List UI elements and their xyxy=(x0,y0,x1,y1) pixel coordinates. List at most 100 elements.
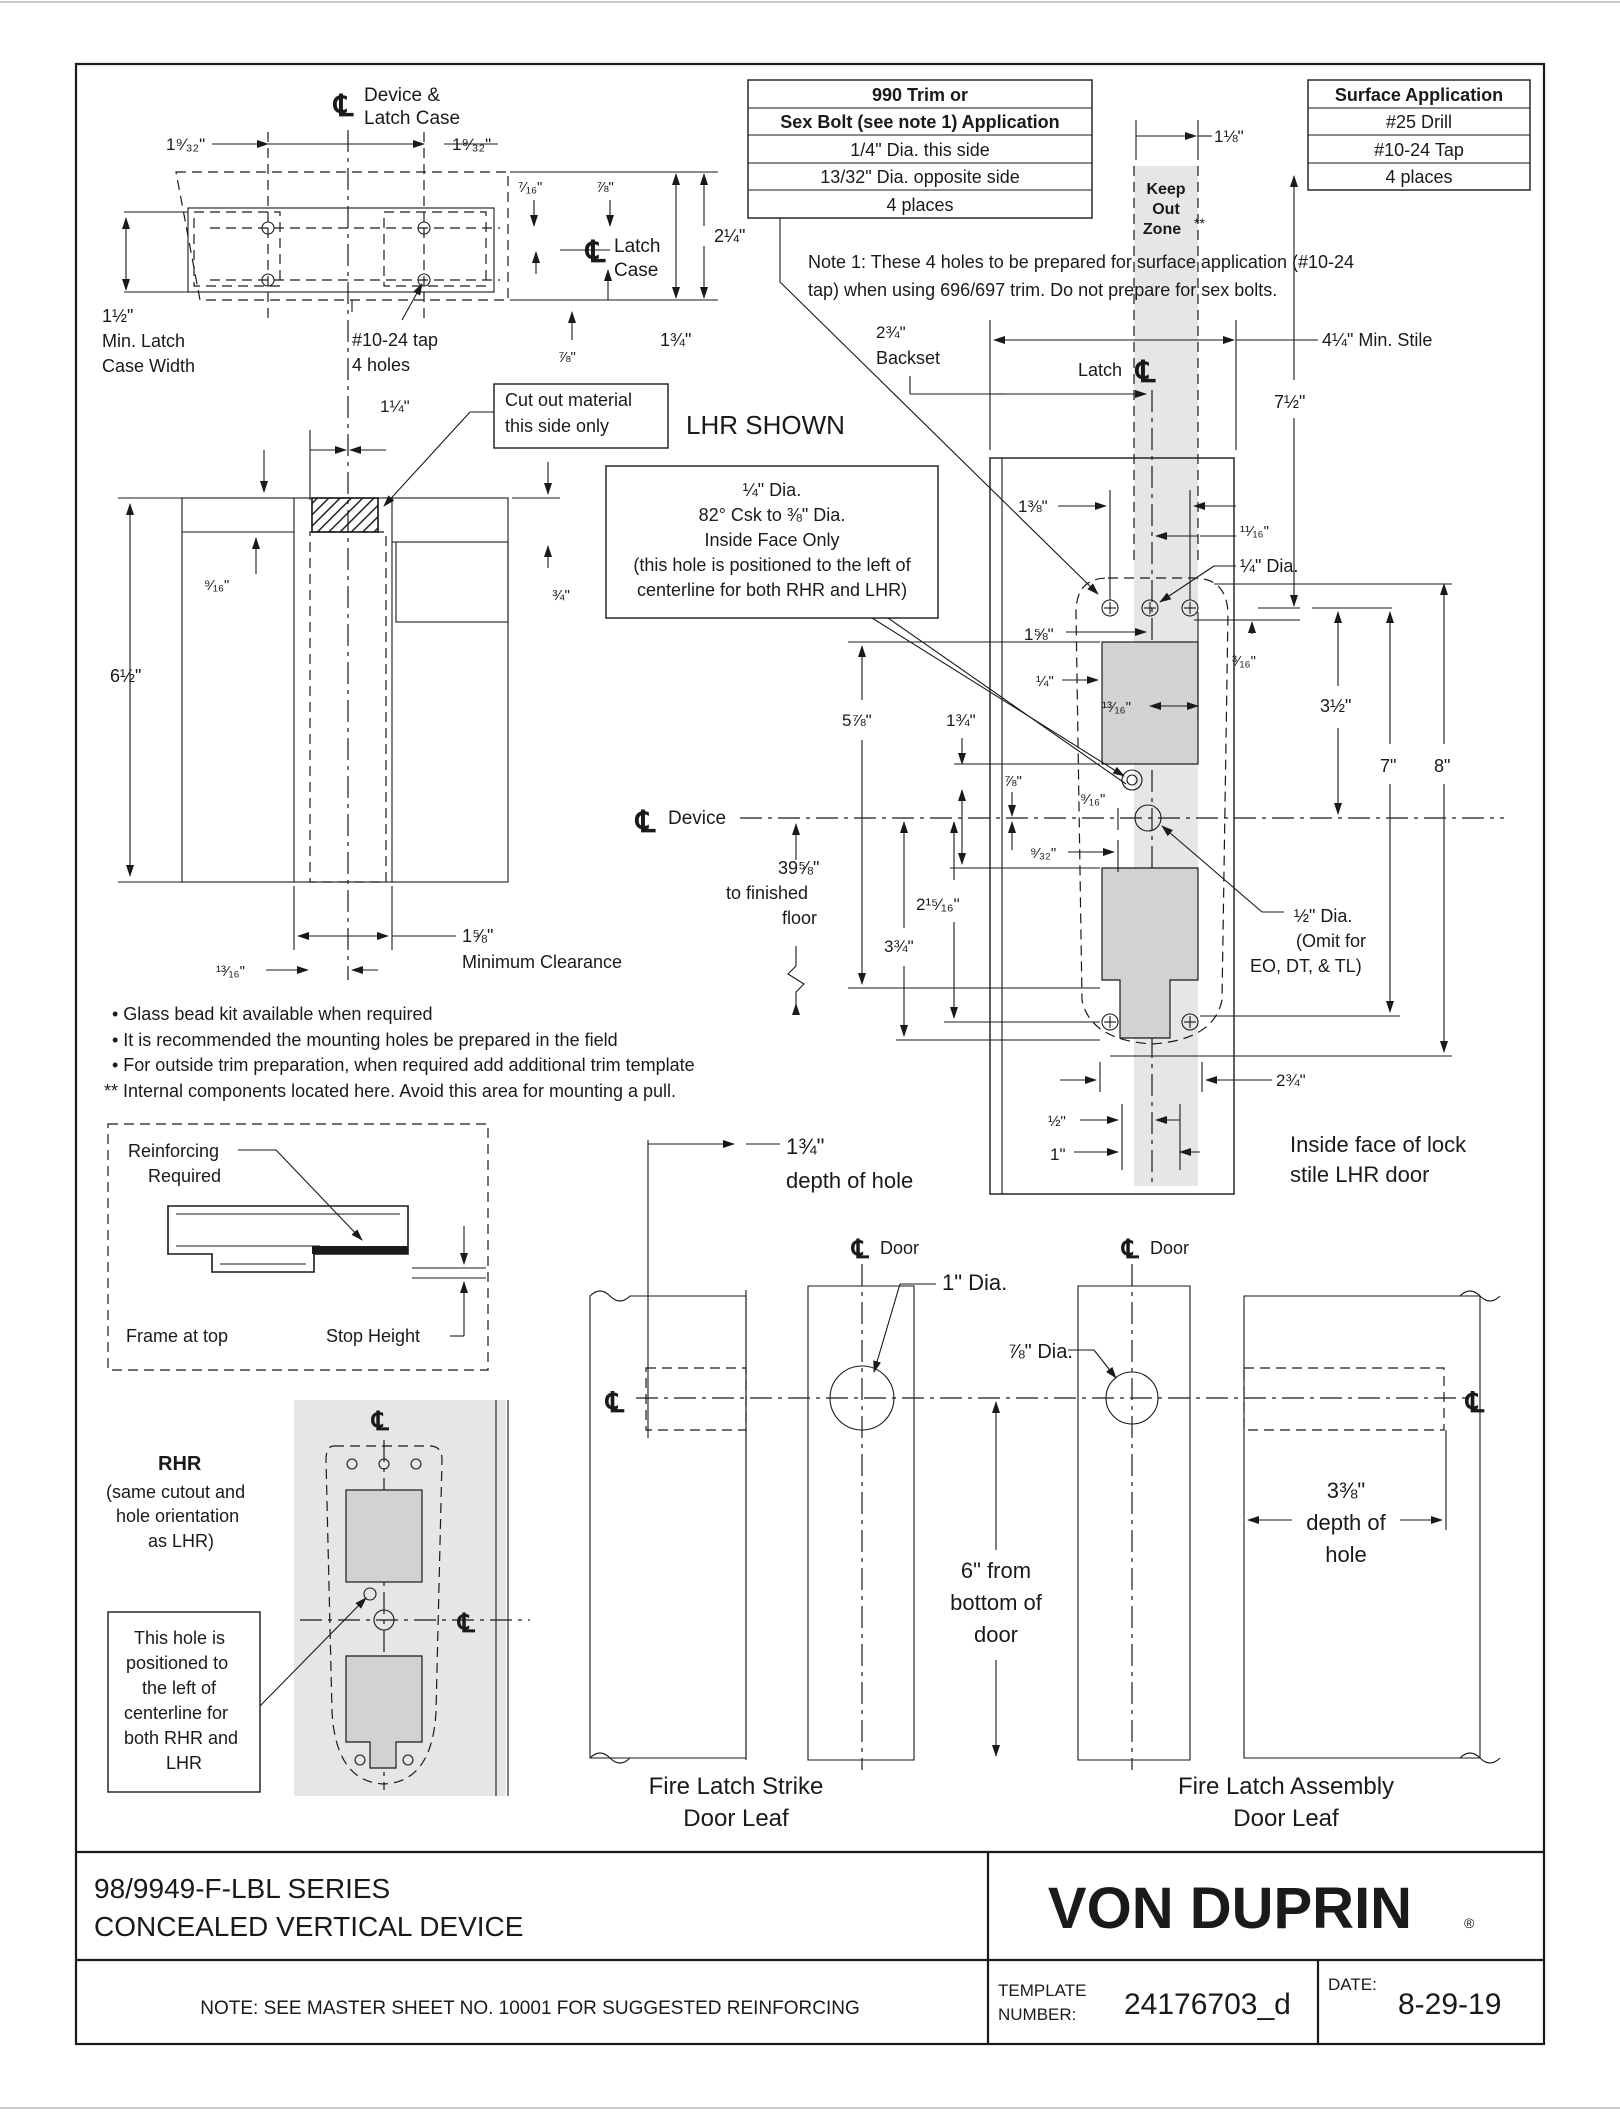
svg-text:Reinforcing: Reinforcing xyxy=(128,1141,219,1161)
svg-text:Latch: Latch xyxy=(1078,360,1122,380)
svg-text:TEMPLATE: TEMPLATE xyxy=(998,1981,1086,2000)
svg-text:Stop Height: Stop Height xyxy=(326,1326,420,1346)
svg-text:Out: Out xyxy=(1152,201,1180,218)
svg-text:Min. Latch: Min. Latch xyxy=(102,331,185,351)
svg-text:2¾": 2¾" xyxy=(1276,1071,1306,1090)
svg-text:1⅝": 1⅝" xyxy=(462,926,493,946)
svg-text:Fire Latch Strike: Fire Latch Strike xyxy=(649,1773,824,1800)
svg-text:℄: ℄ xyxy=(634,806,656,839)
cutout-callout xyxy=(493,383,669,449)
svg-text:** Internal components located: ** Internal components located here. Avo… xyxy=(104,1081,676,1101)
svg-text:hole orientation: hole orientation xyxy=(116,1506,239,1526)
svg-text:Note 1: These 4 holes to be pr: Note 1: These 4 holes to be prepared for… xyxy=(808,252,1354,272)
svg-text:Frame at top: Frame at top xyxy=(126,1326,228,1346)
svg-text:½" Dia.: ½" Dia. xyxy=(1294,906,1352,926)
svg-text:4¼" Min. Stile: 4¼" Min. Stile xyxy=(1322,330,1432,350)
svg-text:as LHR): as LHR) xyxy=(148,1531,214,1551)
svg-text:• It is recommended the mounti: • It is recommended the mounting holes b… xyxy=(112,1030,618,1050)
series-title: 98/9949-F-LBL SERIES xyxy=(94,1873,390,1904)
svg-text:3½": 3½" xyxy=(1320,696,1351,716)
svg-text:¹³⁄₁₆": ¹³⁄₁₆" xyxy=(216,963,245,980)
svg-text:this side only: this side only xyxy=(505,416,609,436)
svg-text:990 Trim or: 990 Trim or xyxy=(872,85,968,105)
svg-text:1": 1" xyxy=(1050,1145,1066,1164)
svg-text:Fire Latch Assembly: Fire Latch Assembly xyxy=(1178,1773,1394,1800)
svg-text:1⁹⁄₃₂": 1⁹⁄₃₂" xyxy=(452,135,491,154)
template-date: 8-29-19 xyxy=(1398,1988,1501,2021)
svg-text:4 places: 4 places xyxy=(886,195,953,215)
svg-text:¼" Dia.: ¼" Dia. xyxy=(1240,556,1298,576)
svg-text:Door Leaf: Door Leaf xyxy=(683,1805,789,1832)
svg-text:NOTE: SEE MASTER SHEET NO. 100: NOTE: SEE MASTER SHEET NO. 10001 FOR SUG… xyxy=(200,1998,860,2019)
drawing-frame xyxy=(74,62,1546,2046)
svg-text:¹¹⁄₁₆": ¹¹⁄₁₆" xyxy=(1240,523,1269,540)
svg-text:EO, DT, & TL): EO, DT, & TL) xyxy=(1250,956,1362,976)
svg-text:1⁹⁄₃₂": 1⁹⁄₃₂" xyxy=(166,135,205,154)
svg-text:Device &: Device & xyxy=(364,85,440,106)
svg-text:℄: ℄ xyxy=(604,1387,625,1418)
device-title: CONCEALED VERTICAL DEVICE xyxy=(94,1911,523,1942)
svg-text:• Glass bead kit available whe: • Glass bead kit available when required xyxy=(112,1004,432,1024)
svg-text:Device: Device xyxy=(668,808,726,829)
svg-text:tap) when using 696/697 trim.: tap) when using 696/697 trim. Do not pre… xyxy=(808,280,1277,300)
svg-text:⅞": ⅞" xyxy=(1004,773,1022,790)
svg-text:4 holes: 4 holes xyxy=(352,355,410,375)
svg-text:℄: ℄ xyxy=(1464,1387,1485,1418)
svg-text:Inside Face Only: Inside Face Only xyxy=(704,530,839,550)
svg-text:DATE:: DATE: xyxy=(1328,1975,1377,1994)
svg-text:⅞": ⅞" xyxy=(558,349,576,366)
rhr-detail: ℄ ℄ RHR (same cutout and hole orientatio… xyxy=(106,1400,530,1796)
svg-text:hole: hole xyxy=(1325,1542,1367,1567)
title-block: 98/9949-F-LBL SERIES CONCEALED VERTICAL … xyxy=(76,1850,1544,2044)
svg-text:⁹⁄₁₆": ⁹⁄₁₆" xyxy=(204,577,229,594)
svg-text:82° Csk to ⅜" Dia.: 82° Csk to ⅜" Dia. xyxy=(699,505,846,525)
svg-text:Door Leaf: Door Leaf xyxy=(1233,1805,1339,1832)
svg-text:1¾": 1¾" xyxy=(660,330,691,350)
brand-logo: VON DUPRIN xyxy=(1048,1876,1412,1941)
svg-text:stile LHR door: stile LHR door xyxy=(1290,1162,1429,1187)
reinforcing-detail: Reinforcing Required Frame at top Stop H… xyxy=(107,1123,489,1371)
svg-text:This hole is: This hole is xyxy=(134,1628,225,1648)
svg-text:1⅝": 1⅝" xyxy=(1024,625,1054,644)
svg-text:Latch Case: Latch Case xyxy=(364,108,460,129)
svg-text:depth of: depth of xyxy=(1306,1510,1386,1535)
edge-views: 1¾" depth of hole ℄ ℄ Door 1" Dia. ℄ Doo… xyxy=(589,1134,1501,1832)
svg-text:2¼": 2¼" xyxy=(714,226,745,246)
svg-text:(Omit for: (Omit for xyxy=(1296,931,1366,951)
notes-bullets: • Glass bead kit available when required… xyxy=(104,1004,695,1101)
csk-callout xyxy=(605,465,939,619)
svg-text:®: ® xyxy=(1464,1915,1475,1931)
svg-text:Case: Case xyxy=(614,260,658,281)
svg-text:2¹⁵⁄₁₆": 2¹⁵⁄₁₆" xyxy=(916,895,960,914)
svg-text:2¾": 2¾" xyxy=(876,323,906,342)
svg-text:depth of hole: depth of hole xyxy=(786,1168,913,1193)
svg-text:Backset: Backset xyxy=(876,348,940,368)
svg-text:centerline for: centerline for xyxy=(124,1703,228,1723)
stile-elevation: Keep Out Zone ** 1⅛" Note 1: These 4 hol… xyxy=(605,120,1504,1195)
svg-text:1⅜": 1⅜" xyxy=(1018,497,1048,516)
surface-table: Surface Application #25 Drill #10-24 Tap… xyxy=(1307,79,1531,191)
svg-text:Cut out material: Cut out material xyxy=(505,390,632,410)
svg-text:both RHR and: both RHR and xyxy=(124,1728,238,1748)
svg-text:the left of: the left of xyxy=(142,1678,217,1698)
svg-text:8": 8" xyxy=(1434,756,1450,776)
svg-text:5⅞": 5⅞" xyxy=(842,711,872,730)
svg-text:Door: Door xyxy=(1150,1238,1189,1258)
template-number: 24176703_d xyxy=(1124,1988,1291,2021)
svg-text:6" from: 6" from xyxy=(961,1558,1031,1583)
cl-symbol: ℄ xyxy=(332,90,354,123)
svg-text:℄: ℄ xyxy=(851,1234,870,1264)
svg-text:7½": 7½" xyxy=(1274,392,1305,412)
svg-text:floor: floor xyxy=(782,908,817,928)
svg-text:Case Width: Case Width xyxy=(102,356,195,376)
svg-text:Required: Required xyxy=(148,1166,221,1186)
svg-text:LHR SHOWN: LHR SHOWN xyxy=(686,410,845,440)
svg-text:³⁄₁₆": ³⁄₁₆" xyxy=(1232,653,1256,670)
svg-text:#10-24 Tap: #10-24 Tap xyxy=(1374,140,1464,160)
svg-text:Sex Bolt (see note 1) Applicat: Sex Bolt (see note 1) Application xyxy=(780,112,1059,132)
svg-text:(same cutout and: (same cutout and xyxy=(106,1482,245,1502)
svg-text:Surface Application: Surface Application xyxy=(1335,85,1503,105)
svg-text:Door: Door xyxy=(880,1238,919,1258)
top-view-latch-case: ℄ Device & Latch Case 1⁹⁄₃₂" 1⁹⁄₃₂" ⁷⁄₁₆… xyxy=(102,85,745,980)
